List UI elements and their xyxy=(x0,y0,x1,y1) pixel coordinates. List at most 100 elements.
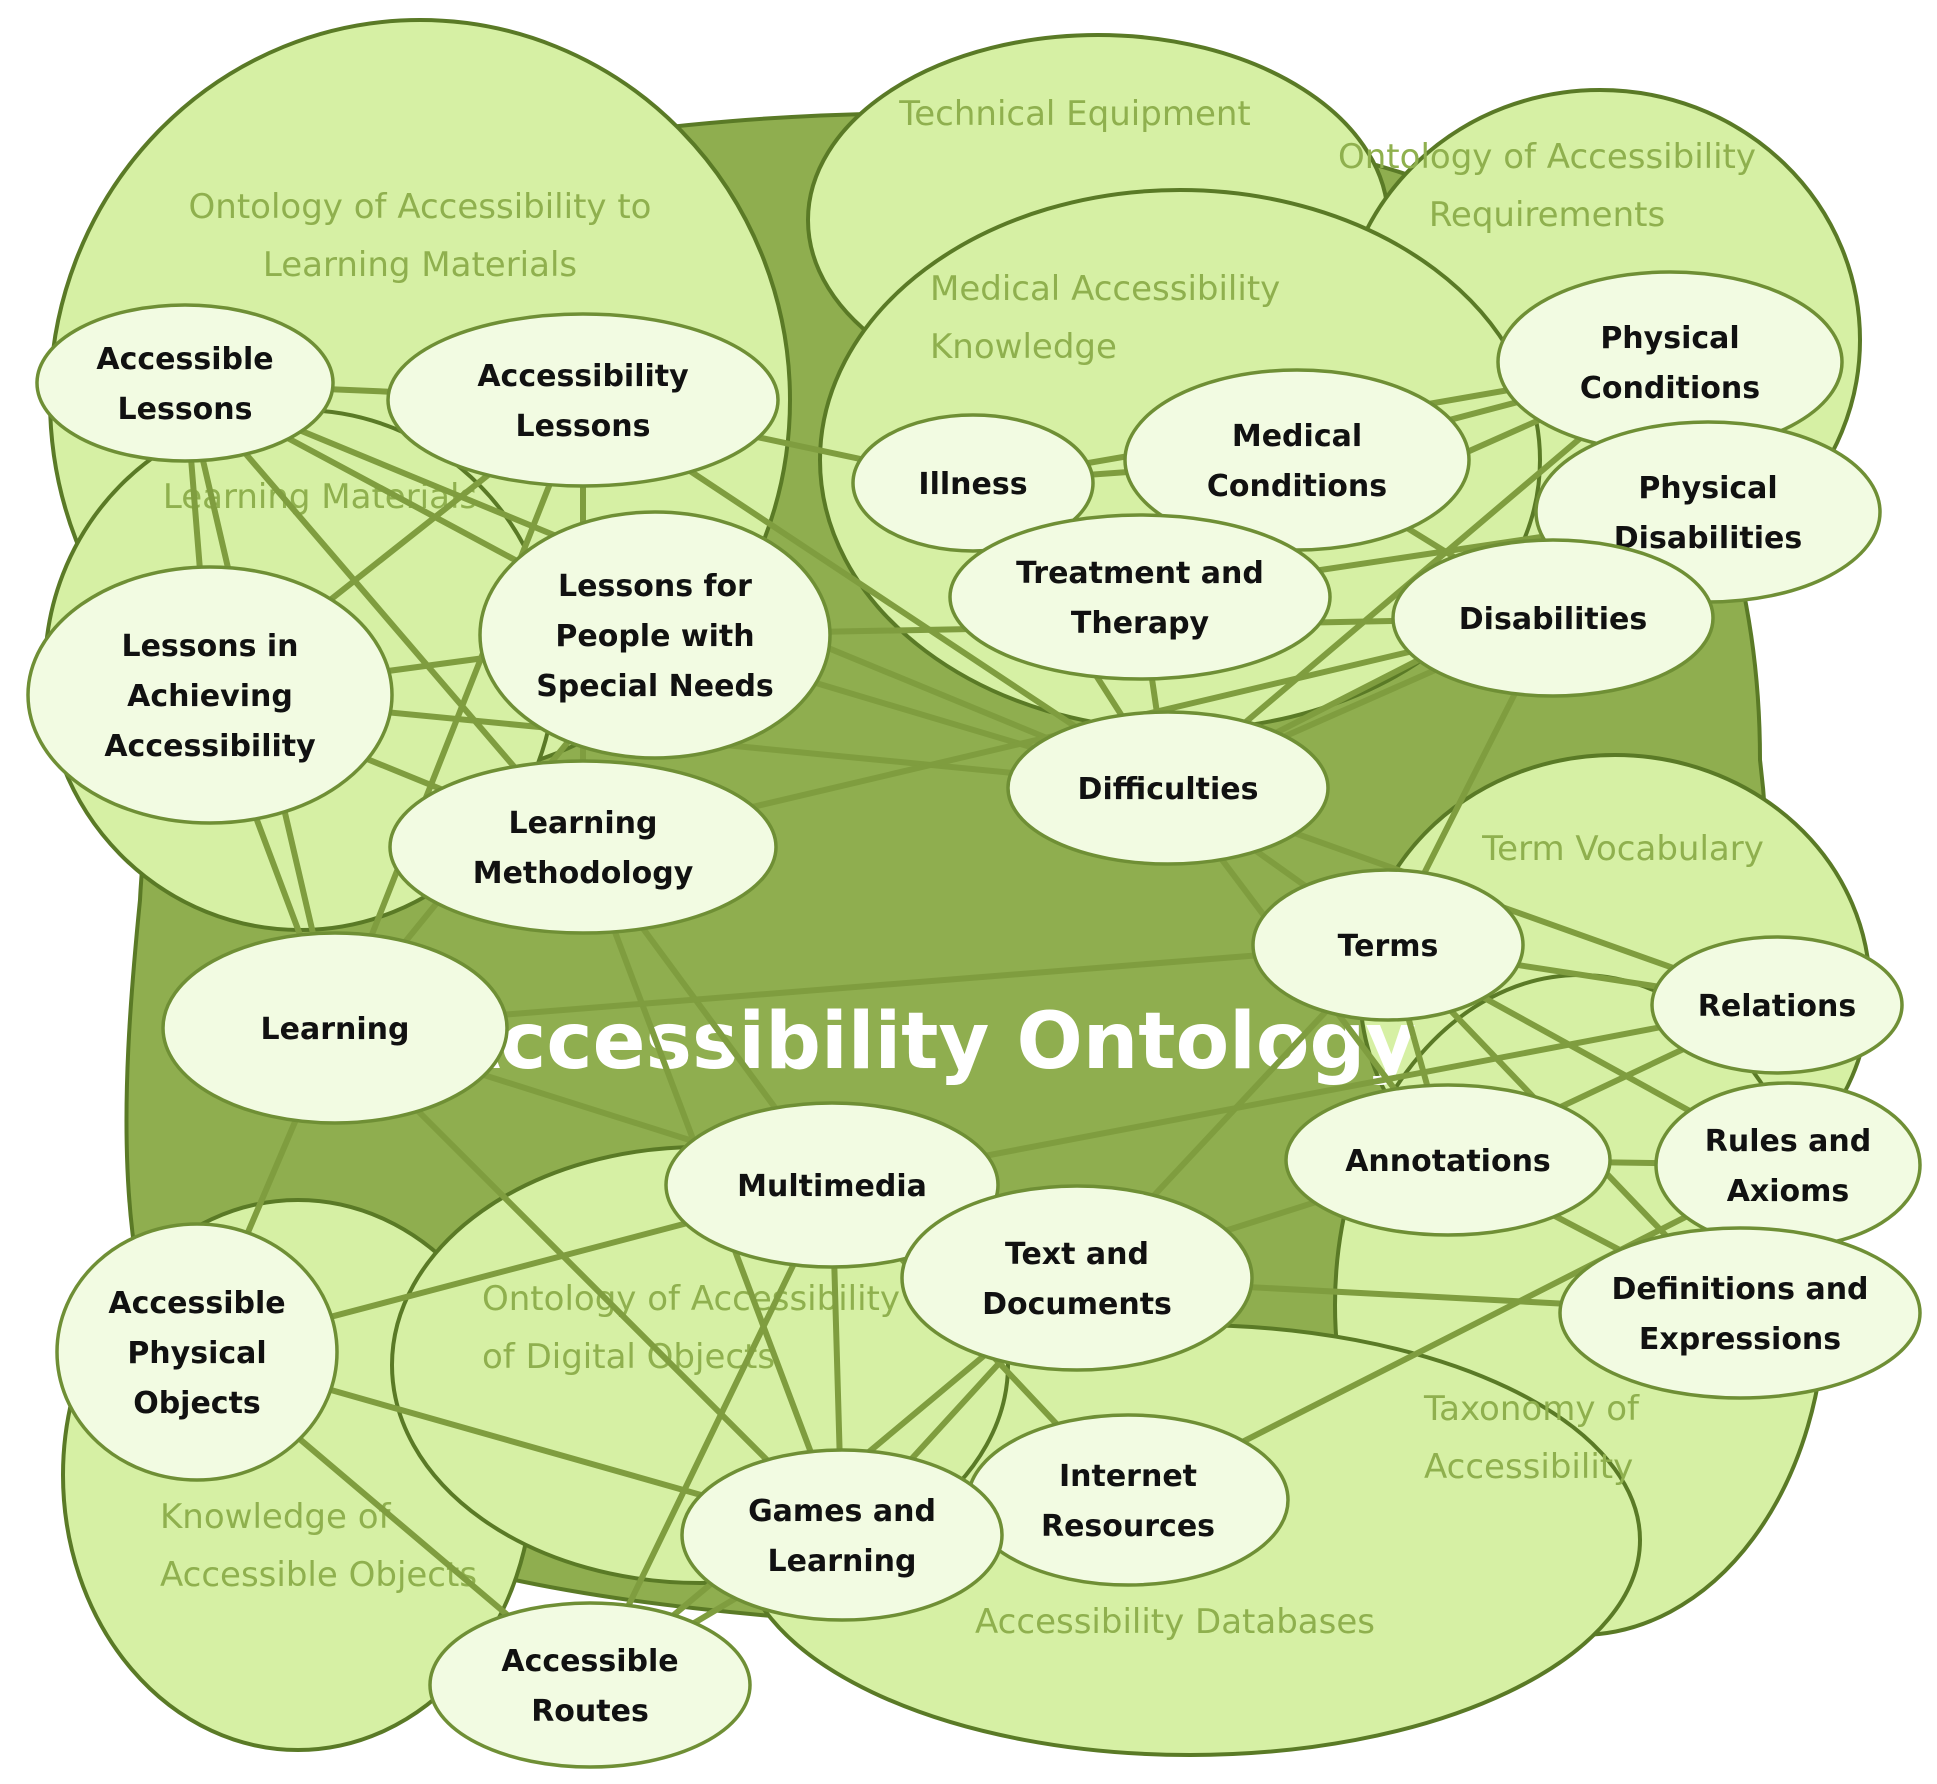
node-shape-accessible-lessons xyxy=(35,303,335,463)
region-label-medical: Knowledge xyxy=(930,327,1117,367)
node-label-lessons-achieving: Lessons in xyxy=(121,629,298,664)
node-shape-treatment-therapy xyxy=(948,513,1332,681)
node-label-games-learning: Games and xyxy=(748,1494,936,1529)
node-shape-terms xyxy=(1251,868,1525,1022)
node-relations: Relations xyxy=(1650,935,1904,1075)
region-label-requirements: Ontology of Accessibility xyxy=(1338,137,1756,177)
node-shape-learning xyxy=(161,931,509,1125)
region-label-technical-equipment: Technical Equipment xyxy=(898,94,1251,134)
node-label-definitions-expressions: Definitions and xyxy=(1611,1272,1868,1307)
node-annotations: Annotations xyxy=(1284,1083,1612,1237)
region-label-taxonomy: Accessibility xyxy=(1424,1447,1633,1487)
region-label-accessible-objects: Accessible Objects xyxy=(160,1555,477,1595)
node-label-annotations: Annotations xyxy=(1345,1144,1551,1179)
node-shape-accessible-physical-objects xyxy=(55,1222,339,1482)
node-label-treatment-therapy: Treatment and xyxy=(1016,556,1264,591)
node-label-lessons-special-needs: People with xyxy=(555,619,754,654)
node-disabilities: Disabilities xyxy=(1391,538,1715,698)
region-label-digital-objects: of Digital Objects xyxy=(482,1337,775,1377)
region-label-learning-materials-ontology: Ontology of Accessibility to xyxy=(189,187,652,227)
node-label-terms: Terms xyxy=(1338,929,1439,964)
node-label-lessons-achieving: Achieving xyxy=(127,679,293,714)
edge-accessibility-lessons--learning xyxy=(332,397,586,1031)
region-label-learning-materials-ontology: Learning Materials xyxy=(263,245,577,285)
node-shape-learning-methodology xyxy=(388,759,778,935)
region-label-medical: Medical Accessibility xyxy=(930,269,1280,309)
core-title: Accessibility Ontology xyxy=(440,997,1416,1087)
node-label-learning: Learning xyxy=(261,1012,410,1047)
node-label-physical-conditions: Physical xyxy=(1600,321,1739,356)
node-shape-multimedia xyxy=(664,1101,1000,1269)
node-label-physical-conditions: Conditions xyxy=(1580,371,1760,406)
node-shape-relations xyxy=(1650,935,1904,1075)
node-label-learning-methodology: Learning xyxy=(509,806,658,841)
node-label-medical-conditions: Conditions xyxy=(1207,469,1387,504)
edge-relations--multimedia xyxy=(829,1002,1780,1188)
node-label-accessibility-lessons: Lessons xyxy=(516,409,651,444)
region-label-taxonomy: Taxonomy of xyxy=(1423,1389,1640,1429)
node-label-internet-resources: Resources xyxy=(1041,1509,1215,1544)
node-label-accessible-routes: Accessible xyxy=(501,1644,678,1679)
node-label-difficulties: Difficulties xyxy=(1078,772,1259,807)
edge-learning--terms xyxy=(332,942,1391,1031)
node-shape-lessons-special-needs xyxy=(478,510,832,760)
node-label-disabilities: Disabilities xyxy=(1459,602,1647,637)
node-layer: AccessibleLessonsAccessibilityLessonsLes… xyxy=(26,270,1922,1769)
node-shape-accessible-routes xyxy=(428,1601,752,1769)
node-label-learning-methodology: Methodology xyxy=(473,856,694,891)
node-terms: Terms xyxy=(1251,868,1525,1022)
region-label-term-vocabulary: Term Vocabulary xyxy=(1481,829,1764,869)
node-illness: Illness xyxy=(851,413,1095,553)
node-multimedia: Multimedia xyxy=(664,1101,1000,1269)
node-shape-illness xyxy=(851,413,1095,553)
node-label-relations: Relations xyxy=(1698,989,1856,1024)
node-label-lessons-special-needs: Special Needs xyxy=(536,669,774,704)
region-label-databases: Accessibility Databases xyxy=(975,1602,1375,1642)
node-shape-definitions-expressions xyxy=(1558,1226,1922,1400)
node-label-lessons-achieving: Accessibility xyxy=(104,729,316,764)
node-label-physical-disabilities: Disabilities xyxy=(1614,521,1802,556)
node-label-accessible-physical-objects: Physical xyxy=(127,1336,266,1371)
node-label-lessons-special-needs: Lessons for xyxy=(558,569,752,604)
region-label-requirements: Requirements xyxy=(1429,195,1665,235)
node-label-internet-resources: Internet xyxy=(1059,1459,1197,1494)
region-label-digital-objects: Ontology of Accessibility xyxy=(482,1279,900,1319)
node-shape-rules-axioms xyxy=(1654,1081,1922,1249)
node-label-accessible-lessons: Accessible xyxy=(96,342,273,377)
node-shape-games-learning xyxy=(680,1448,1004,1622)
node-label-text-documents: Documents xyxy=(982,1287,1172,1322)
node-difficulties: Difficulties xyxy=(1006,710,1330,866)
node-label-text-documents: Text and xyxy=(1005,1237,1149,1272)
node-label-accessible-lessons: Lessons xyxy=(118,392,253,427)
node-shape-text-documents xyxy=(900,1184,1254,1372)
node-label-multimedia: Multimedia xyxy=(737,1169,927,1204)
node-shape-lessons-achieving xyxy=(26,565,394,825)
node-label-accessible-physical-objects: Accessible xyxy=(108,1286,285,1321)
node-label-medical-conditions: Medical xyxy=(1232,419,1362,454)
node-label-rules-axioms: Rules and xyxy=(1705,1124,1871,1159)
node-label-accessibility-lessons: Accessibility xyxy=(477,359,689,394)
node-label-rules-axioms: Axioms xyxy=(1727,1174,1850,1209)
node-learning: Learning xyxy=(161,931,509,1125)
region-label-accessible-objects: Knowledge of xyxy=(160,1497,392,1537)
node-shape-annotations xyxy=(1284,1083,1612,1237)
node-shape-difficulties xyxy=(1006,710,1330,866)
node-label-physical-disabilities: Physical xyxy=(1638,471,1777,506)
node-shape-disabilities xyxy=(1391,538,1715,698)
node-label-illness: Illness xyxy=(918,467,1027,502)
node-label-treatment-therapy: Therapy xyxy=(1071,606,1210,641)
